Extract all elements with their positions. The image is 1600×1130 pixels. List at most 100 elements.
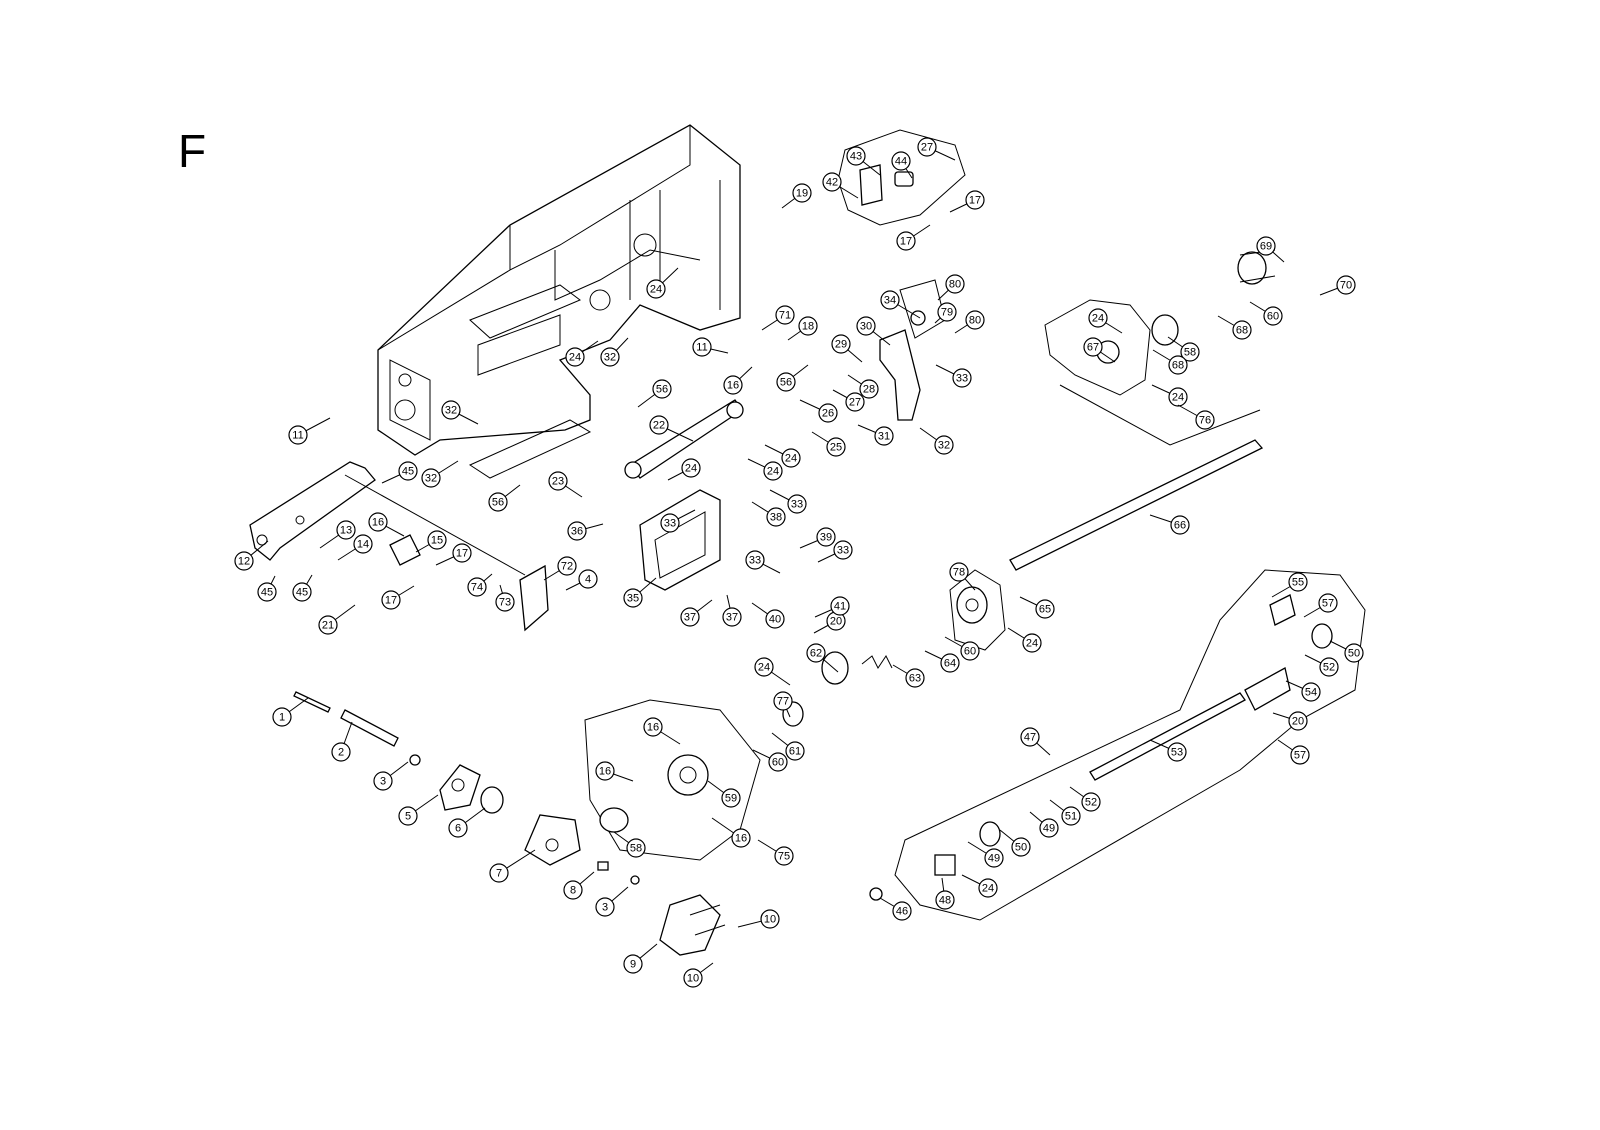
callout-bubble bbox=[1061, 806, 1081, 826]
callout-bubble bbox=[600, 347, 620, 367]
part-callout-20: 20 bbox=[1272, 711, 1308, 731]
part-callout-17: 17 bbox=[435, 543, 472, 566]
callout-number: 25 bbox=[830, 442, 842, 454]
callout-number: 13 bbox=[340, 525, 352, 537]
callout-number: 32 bbox=[604, 352, 616, 364]
callout-number: 49 bbox=[1043, 823, 1055, 835]
callout-bubble bbox=[381, 590, 401, 610]
callout-bubble bbox=[785, 741, 805, 761]
callout-bubble bbox=[787, 494, 807, 514]
callout-bubble bbox=[818, 403, 838, 423]
callout-number: 8 bbox=[570, 885, 576, 897]
part-callout-41: 41 bbox=[814, 596, 850, 618]
part-callout-56: 56 bbox=[488, 484, 521, 512]
callout-bubble bbox=[856, 316, 876, 336]
part-callout-28: 28 bbox=[847, 374, 879, 399]
callout-number: 71 bbox=[779, 310, 791, 322]
callout-number: 14 bbox=[357, 539, 369, 551]
callout-bubble bbox=[1301, 682, 1321, 702]
callout-bubble bbox=[1168, 355, 1188, 375]
hook-shaft-stack bbox=[293, 691, 726, 956]
part-callout-12: 12 bbox=[234, 540, 269, 571]
callout-number: 52 bbox=[1323, 662, 1335, 674]
part-callout-16: 16 bbox=[643, 717, 681, 745]
callout-bubble bbox=[373, 771, 393, 791]
part-callout-52: 52 bbox=[1069, 786, 1101, 812]
callout-number: 64 bbox=[944, 658, 956, 670]
part-callout-60: 60 bbox=[944, 636, 980, 661]
callout-number: 56 bbox=[780, 377, 792, 389]
callout-number: 5 bbox=[405, 811, 411, 823]
callout-bubble bbox=[891, 151, 911, 171]
callout-number: 44 bbox=[895, 156, 907, 168]
callout-bubble bbox=[1167, 742, 1187, 762]
callout-number: 50 bbox=[1015, 842, 1027, 854]
callout-number: 2 bbox=[338, 747, 344, 759]
part-callout-33: 33 bbox=[817, 540, 853, 563]
part-callout-60: 60 bbox=[1249, 301, 1283, 326]
callout-number: 37 bbox=[684, 612, 696, 624]
part-callout-51: 51 bbox=[1049, 799, 1081, 826]
callout-bubble bbox=[965, 310, 985, 330]
callout-number: 17 bbox=[900, 236, 912, 248]
callout-bubble bbox=[940, 653, 960, 673]
callout-bubble bbox=[623, 954, 643, 974]
callout-number: 33 bbox=[664, 518, 676, 530]
callout-bubble bbox=[563, 880, 583, 900]
callout-bubble bbox=[1180, 342, 1200, 362]
callout-bubble bbox=[489, 863, 509, 883]
callout-number: 57 bbox=[1294, 750, 1306, 762]
part-callout-16: 16 bbox=[711, 817, 751, 848]
callout-bubble bbox=[937, 302, 957, 322]
callout-number: 74 bbox=[471, 582, 483, 594]
part-callout-40: 40 bbox=[751, 602, 785, 629]
part-callout-19: 19 bbox=[781, 183, 812, 209]
callout-number: 43 bbox=[850, 151, 862, 163]
callout-number: 37 bbox=[726, 612, 738, 624]
part-callout-16: 16 bbox=[368, 512, 405, 537]
callout-number: 24 bbox=[767, 466, 779, 478]
part-callout-37: 37 bbox=[680, 599, 713, 627]
callout-number: 20 bbox=[830, 616, 842, 628]
callout-number: 33 bbox=[956, 373, 968, 385]
part-callout-27: 27 bbox=[832, 389, 865, 412]
callout-bubble bbox=[773, 691, 793, 711]
callout-bubble bbox=[398, 806, 418, 826]
part-callout-27: 27 bbox=[917, 137, 956, 161]
part-callout-6: 6 bbox=[448, 807, 486, 838]
part-callout-36: 36 bbox=[567, 521, 604, 541]
callout-number: 59 bbox=[725, 793, 737, 805]
callout-bubble bbox=[760, 909, 780, 929]
part-callout-50: 50 bbox=[1329, 640, 1364, 663]
part-callout-78: 78 bbox=[949, 562, 976, 591]
callout-bubble bbox=[763, 461, 783, 481]
part-callout-80: 80 bbox=[937, 274, 965, 301]
callout-number: 20 bbox=[1292, 716, 1304, 728]
callout-bubble bbox=[595, 761, 615, 781]
callout-number: 70 bbox=[1340, 280, 1352, 292]
part-callout-21: 21 bbox=[318, 604, 356, 635]
callout-number: 73 bbox=[499, 597, 511, 609]
callout-bubble bbox=[272, 707, 292, 727]
callout-bubble bbox=[1256, 236, 1276, 256]
part-callout-65: 65 bbox=[1019, 596, 1055, 619]
callout-number: 24 bbox=[685, 463, 697, 475]
part-callout-24: 24 bbox=[565, 340, 599, 367]
callout-bubble bbox=[623, 588, 643, 608]
callout-number: 61 bbox=[789, 746, 801, 758]
part-callout-56: 56 bbox=[637, 379, 672, 408]
callout-bubble bbox=[965, 190, 985, 210]
callout-bubble bbox=[723, 375, 743, 395]
part-callout-39: 39 bbox=[799, 527, 836, 549]
callout-number: 24 bbox=[982, 883, 994, 895]
callout-bubble bbox=[288, 425, 308, 445]
callout-bubble bbox=[1290, 745, 1310, 765]
main-housing-frame bbox=[377, 124, 741, 479]
part-callout-68: 68 bbox=[1217, 315, 1252, 340]
part-callout-17: 17 bbox=[896, 224, 931, 251]
part-callout-10: 10 bbox=[683, 962, 714, 988]
callout-bubble bbox=[578, 569, 598, 589]
callout-bubble bbox=[765, 609, 785, 629]
callout-bubble bbox=[781, 448, 801, 468]
callout-bubble bbox=[646, 279, 666, 299]
